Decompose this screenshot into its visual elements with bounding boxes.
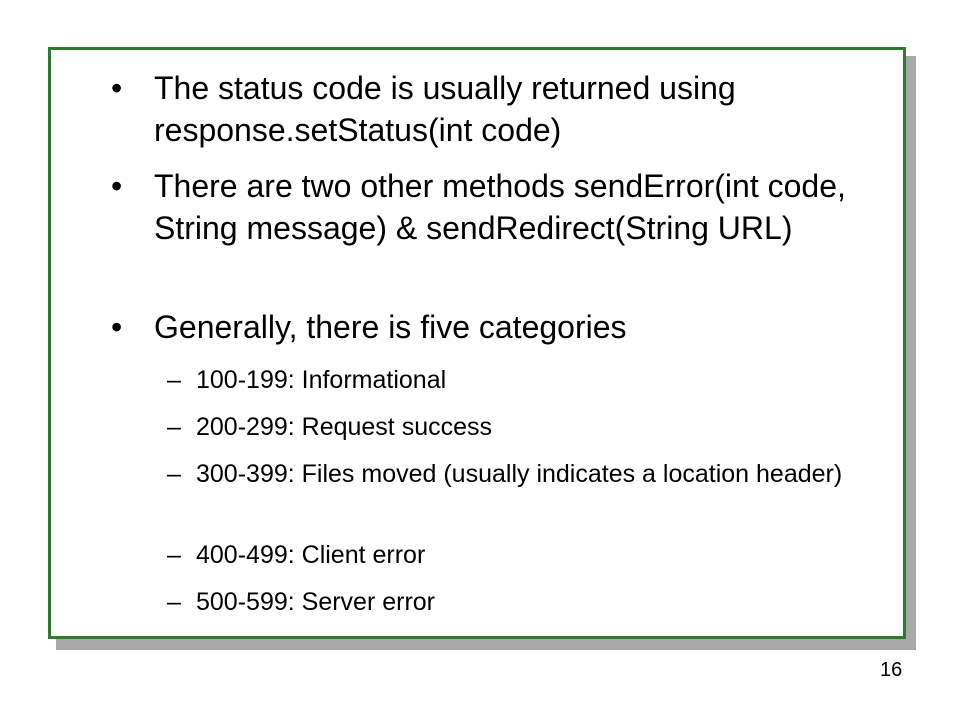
- bullet-item: • Generally, there is five categories: [111, 306, 901, 348]
- bullet-dot: •: [111, 70, 123, 106]
- page-number: 16: [880, 659, 903, 681]
- bullet-dot: •: [111, 168, 123, 204]
- category-text: 400-499: Client error: [196, 541, 426, 569]
- category-item: – 500-599: Server error: [167, 585, 907, 619]
- content-box: • The status code is usually returned us…: [48, 47, 906, 639]
- category-text: 100-199: Informational: [196, 366, 447, 394]
- category-dash: –: [167, 366, 181, 394]
- category-item: – 100-199: Informational: [167, 363, 907, 397]
- category-text: 500-599: Server error: [196, 588, 436, 616]
- category-dash: –: [167, 541, 181, 569]
- bullet-dot: •: [111, 309, 123, 345]
- category-item: – 300-399: Files moved (usually indicate…: [167, 457, 907, 491]
- bullet-text: There are two other methods sendError(in…: [154, 168, 846, 246]
- bullet-item: • The status code is usually returned us…: [111, 67, 901, 151]
- category-text: 200-299: Request success: [196, 413, 493, 441]
- category-dash: –: [167, 413, 181, 441]
- category-dash: –: [167, 588, 181, 616]
- category-item: – 200-299: Request success: [167, 410, 907, 444]
- bullet-item: • There are two other methods sendError(…: [111, 165, 901, 249]
- bullet-text: The status code is usually returned usin…: [154, 70, 736, 148]
- category-text: 300-399: Files moved (usually indicates …: [196, 460, 843, 488]
- category-item: – 400-499: Client error: [167, 538, 907, 572]
- bullet-text: Generally, there is five categories: [154, 309, 627, 345]
- category-dash: –: [167, 460, 181, 488]
